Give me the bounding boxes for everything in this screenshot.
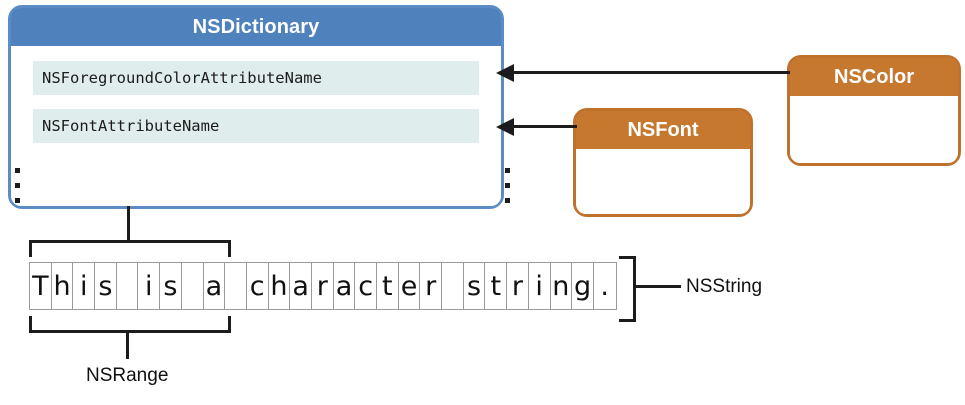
character-cell	[117, 263, 139, 309]
range-label-connector	[126, 330, 129, 359]
character-cell: e	[399, 263, 421, 309]
character-cell: s	[160, 263, 182, 309]
nscolor-arrowhead-icon	[496, 63, 514, 82]
nsdictionary-body: NSForegroundColorAttributeName NSFontAtt…	[11, 46, 501, 206]
character-cell: i	[73, 263, 96, 309]
nsdictionary-title: NSDictionary	[11, 8, 501, 46]
dictionary-key-label: NSForegroundColorAttributeName	[42, 69, 322, 87]
character-cell: a	[204, 263, 226, 309]
nsfont-title: NSFont	[576, 111, 750, 149]
vertical-ellipsis-icon	[505, 168, 510, 203]
character-cell: r	[507, 263, 529, 309]
nscolor-body	[790, 96, 958, 163]
character-cell: s	[464, 263, 486, 309]
nscolor-title: NSColor	[790, 58, 958, 96]
nsstring-label: NSString	[686, 276, 763, 297]
nsstring-label-connector	[633, 285, 681, 288]
character-cell: s	[95, 263, 117, 309]
character-cell: g	[572, 263, 594, 309]
character-cell: t	[485, 263, 508, 309]
nsstring-bracket	[619, 256, 636, 322]
nscolor-box: NSColor	[787, 55, 961, 166]
character-cell: t	[377, 263, 399, 309]
nsrange-label: NSRange	[86, 365, 169, 386]
vertical-ellipsis-icon	[15, 168, 20, 203]
character-cell	[225, 263, 247, 309]
range-bracket-top	[29, 240, 231, 257]
character-cell: a	[334, 263, 356, 309]
nsfont-connector-line	[513, 125, 577, 128]
character-cell: h	[269, 263, 291, 309]
nsdictionary-box: NSDictionary NSForegroundColorAttributeN…	[8, 5, 510, 209]
character-cell	[182, 263, 204, 309]
character-cell: a	[290, 263, 312, 309]
dictionary-to-string-connector	[127, 206, 130, 242]
nsfont-arrowhead-icon	[496, 117, 514, 136]
dictionary-row-font[interactable]: NSFontAttributeName	[33, 109, 479, 143]
character-cell: n	[551, 263, 573, 309]
character-cell: .	[600, 270, 610, 302]
character-cell: T	[30, 263, 52, 309]
character-cell: r	[420, 263, 443, 309]
nsfont-box: NSFont	[573, 108, 753, 217]
nsfont-body	[576, 149, 750, 214]
character-cell: h	[52, 263, 74, 309]
character-cell: i	[138, 263, 161, 309]
nscolor-connector-line	[513, 71, 790, 74]
range-bracket-bottom	[29, 316, 231, 333]
dictionary-key-label: NSFontAttributeName	[42, 117, 220, 135]
character-cell: c	[355, 263, 377, 309]
character-cell: c	[247, 263, 269, 309]
character-cell: r	[312, 263, 334, 309]
character-cell	[442, 263, 464, 309]
character-cell: i	[529, 263, 551, 309]
dictionary-row-foreground-color[interactable]: NSForegroundColorAttributeName	[33, 61, 479, 95]
